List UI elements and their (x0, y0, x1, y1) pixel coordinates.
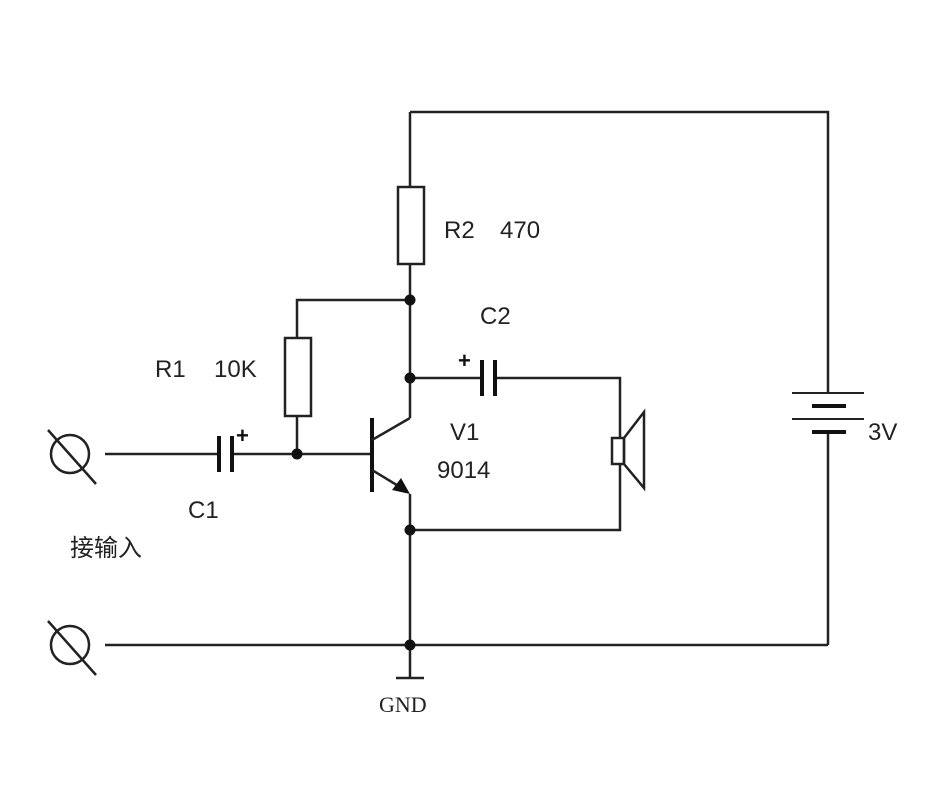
c2-name-label: C2 (480, 303, 511, 330)
transistor-v1 (370, 416, 411, 494)
capacitor-c1 (217, 436, 234, 472)
input-terminal-top (47, 429, 97, 485)
r2-value-label: 470 (500, 217, 540, 244)
top-supply-wire (410, 110, 830, 393)
v1-name-label: V1 (450, 419, 479, 446)
speaker-icon (610, 408, 646, 492)
resistor-r2 (396, 185, 426, 266)
c2-polarity-mark: + (458, 348, 471, 373)
capacitor-c2 (480, 360, 497, 396)
junction-node-collector-c2 (404, 372, 416, 384)
gnd-label: GND (379, 692, 427, 717)
battery-3v (792, 392, 864, 434)
input-label: 接输入 (70, 535, 142, 562)
r2-name-label: R2 (444, 217, 475, 244)
v1-part-label: 9014 (437, 457, 490, 484)
junction-node-emitter-speaker (404, 524, 416, 536)
r1-value-label: 10K (214, 356, 257, 383)
c2-to-speaker-wire (497, 376, 622, 438)
r1-name-label: R1 (155, 356, 186, 383)
speaker-to-emitter-wire (410, 464, 622, 532)
input-terminal-bottom (47, 620, 97, 676)
resistor-r1 (283, 336, 313, 418)
junction-node-ground (404, 639, 416, 651)
c1-name-label: C1 (188, 497, 219, 524)
battery-voltage-label: 3V (868, 419, 897, 446)
junction-node-r1-collector (404, 294, 416, 306)
junction-node-base (291, 448, 303, 460)
c1-polarity-mark: + (236, 423, 249, 448)
r1-feedback-wire (295, 298, 410, 338)
